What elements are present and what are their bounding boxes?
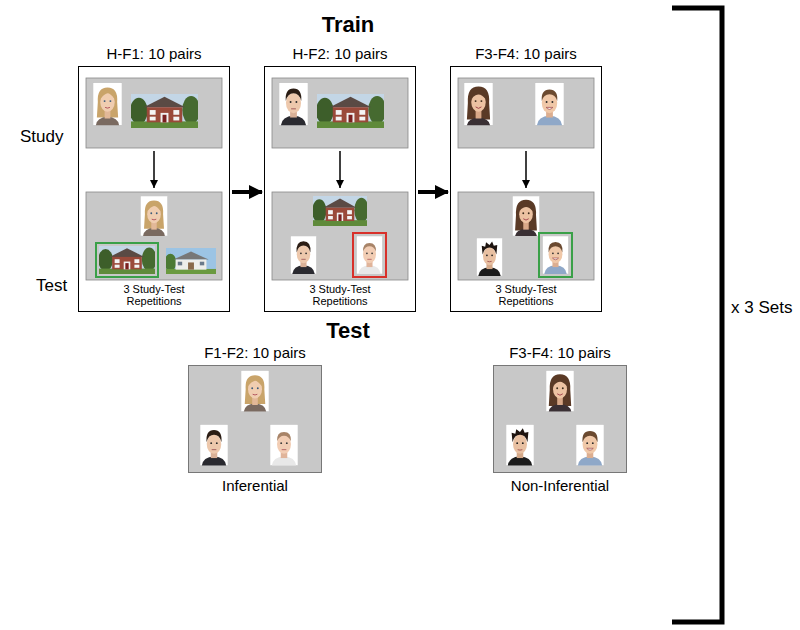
row-label: Test <box>36 276 67 295</box>
face-photo <box>477 238 503 276</box>
row-label: Study <box>20 127 63 146</box>
label-slot: Study <box>20 127 63 147</box>
house-photo <box>165 248 216 274</box>
repeat-note: x 3 Sets <box>731 298 792 317</box>
face-photo <box>535 83 564 126</box>
block-heading: H-F2: 10 pairs <box>265 45 415 63</box>
title-slot: Train <box>198 12 498 38</box>
face-photo <box>200 424 228 465</box>
face-photo <box>270 424 298 465</box>
house-photo <box>98 246 156 274</box>
face-photo <box>140 196 167 236</box>
section-heading: Test <box>326 318 370 343</box>
train-panel: H-F2: 10 pairs3 Study-Test Repetitions <box>264 66 416 312</box>
face-photo <box>546 370 574 411</box>
block-heading: F3-F4: 10 pairs <box>494 344 626 362</box>
face-photo <box>241 370 269 411</box>
test-screen <box>493 365 627 473</box>
house-photo <box>316 94 386 128</box>
face-photo <box>464 83 493 126</box>
block-heading: F1-F2: 10 pairs <box>189 344 321 362</box>
house-photo <box>130 94 200 128</box>
block-caption: 3 Study-Test Repetitions <box>104 283 204 307</box>
flow-arrow <box>232 190 262 194</box>
study-screen <box>86 78 222 148</box>
face-photo <box>543 236 569 274</box>
house-photo <box>312 196 368 226</box>
train-panel: H-F1: 10 pairs3 Study-Test Repetitions <box>78 66 230 312</box>
train-panel: F3-F4: 10 pairs3 Study-Test Repetitions <box>450 66 602 312</box>
face-photo <box>512 196 539 236</box>
label-slot: x 3 Sets <box>731 298 792 318</box>
face-photo <box>93 83 122 126</box>
test-screen <box>458 192 594 280</box>
label-slot: Test <box>198 318 498 344</box>
face-photo <box>279 83 308 126</box>
face-photo <box>576 424 604 465</box>
wrong-frame <box>353 233 386 277</box>
set-bracket <box>672 8 722 622</box>
test-screen <box>86 192 222 280</box>
block-caption: Inferential <box>189 477 321 495</box>
block-caption: 3 Study-Test Repetitions <box>476 283 576 307</box>
test-screen <box>272 192 408 280</box>
face-photo <box>506 424 534 465</box>
test-screen-box: F3-F4: 10 pairsNon-Inferential <box>493 365 627 473</box>
correct-frame <box>539 233 572 277</box>
face-photo <box>291 236 317 274</box>
block-caption: Non-Inferential <box>494 477 626 495</box>
test-screen <box>188 365 322 473</box>
flow-arrow <box>418 190 448 194</box>
face-photo <box>357 236 383 274</box>
block-heading: H-F1: 10 pairs <box>79 45 229 63</box>
title-heading: Train <box>322 12 375 37</box>
study-screen <box>272 78 408 148</box>
block-caption: 3 Study-Test Repetitions <box>290 283 390 307</box>
block-heading: F3-F4: 10 pairs <box>451 45 601 63</box>
down-arrow <box>153 151 155 188</box>
test-screen-box: F1-F2: 10 pairsInferential <box>188 365 322 473</box>
correct-frame <box>96 243 158 277</box>
down-arrow <box>339 151 341 188</box>
down-arrow <box>525 151 527 188</box>
label-slot: Test <box>36 276 67 296</box>
study-screen <box>458 78 594 148</box>
